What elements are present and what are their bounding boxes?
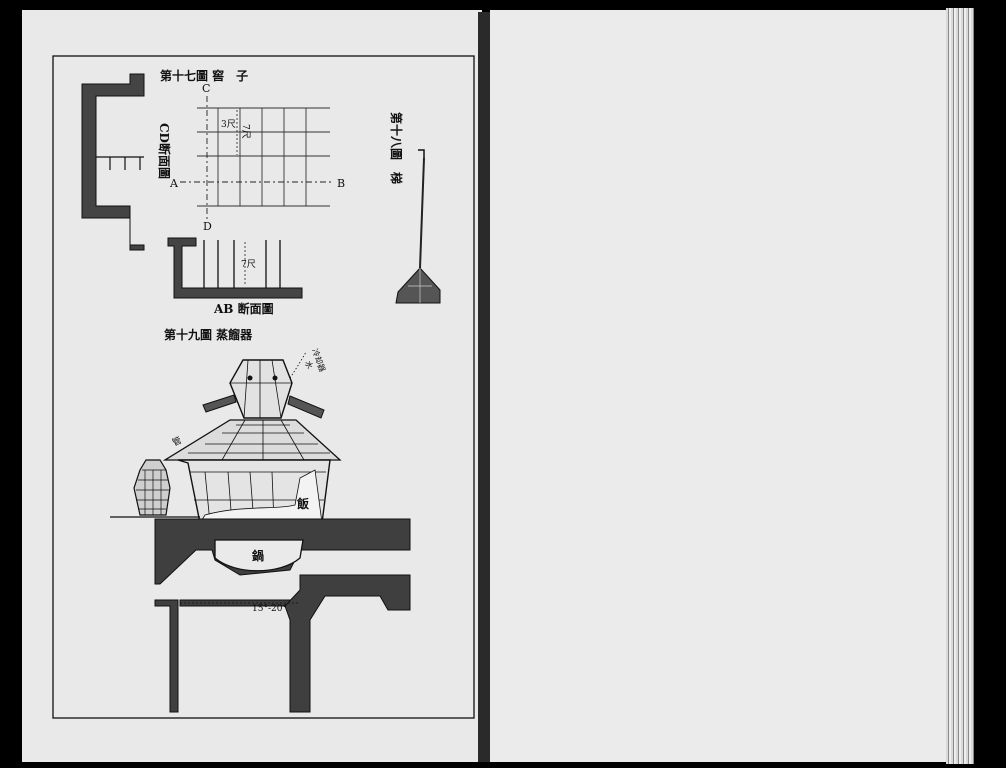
cd-section-label: CD断面圖	[157, 123, 172, 179]
label-d: D	[203, 220, 212, 233]
fig18-title: 第十八圖 梯	[389, 112, 404, 184]
dim-7-section-label: 7尺	[241, 259, 256, 270]
pipe-label: 管	[170, 434, 183, 449]
dim-7-label: 7尺	[240, 124, 251, 139]
label-c: C	[202, 82, 210, 95]
plan-grid	[197, 107, 330, 207]
fig17-title: 第十七圖 窖 子	[160, 68, 248, 83]
rice-label: 飯	[296, 496, 309, 511]
plate-frame	[52, 55, 475, 719]
pot-label: 鍋	[252, 548, 264, 563]
angle-label: 15°-20°	[252, 604, 287, 614]
ab-section-drawing	[167, 237, 303, 299]
right-page-blank	[490, 10, 946, 762]
cd-section-drawing	[81, 73, 145, 251]
water-label: 水	[303, 359, 315, 370]
page-edges	[946, 8, 974, 764]
still-drawing	[110, 351, 411, 713]
fig19-title: 第十九圖 蒸餾器	[164, 327, 253, 342]
ladder-drawing	[395, 149, 441, 304]
label-b: B	[337, 177, 345, 190]
dim-3-label: 3尺	[221, 119, 236, 130]
ab-section-label: AB 断面圖	[213, 301, 274, 316]
book-gutter	[478, 12, 492, 762]
label-a: A	[169, 177, 179, 190]
